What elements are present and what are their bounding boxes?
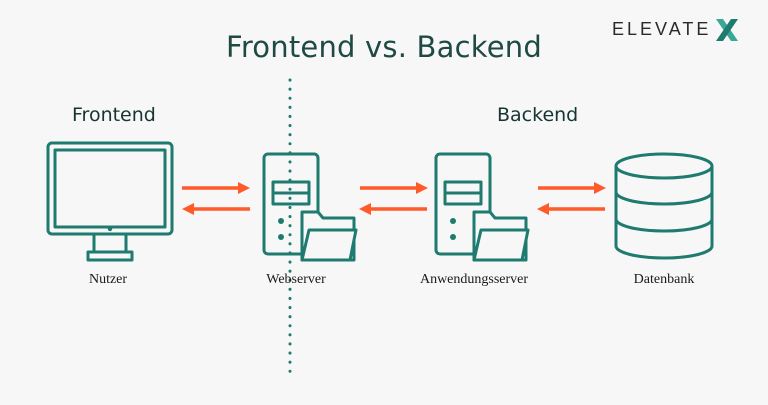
database-icon [614, 152, 714, 260]
diagram-title: Frontend vs. Backend [226, 30, 542, 64]
arrow-appserver-to-database [538, 182, 606, 194]
arrow-user-to-webserver [182, 182, 250, 194]
monitor-icon [46, 141, 174, 262]
node-label-user: Nutzer [88, 272, 128, 287]
node-label-database: Datenbank [633, 272, 695, 287]
arrow-appserver-to-webserver [359, 203, 427, 215]
elevate-x-logo: ELEVATE [612, 16, 742, 42]
appserver-icon [434, 152, 530, 262]
arrow-webserver-to-appserver [360, 182, 428, 194]
webserver-icon [262, 152, 358, 262]
logo-x-mark [716, 19, 738, 41]
section-frontend-heading: Frontend [72, 104, 156, 126]
logo-wordmark: ELEVATE [612, 19, 712, 39]
arrow-webserver-to-user [182, 203, 250, 215]
arrow-database-to-appserver [537, 203, 605, 215]
node-label-appserver: Anwendungsserver [419, 272, 529, 287]
node-label-webserver: Webserver [266, 272, 326, 287]
section-backend-heading: Backend [497, 104, 579, 126]
